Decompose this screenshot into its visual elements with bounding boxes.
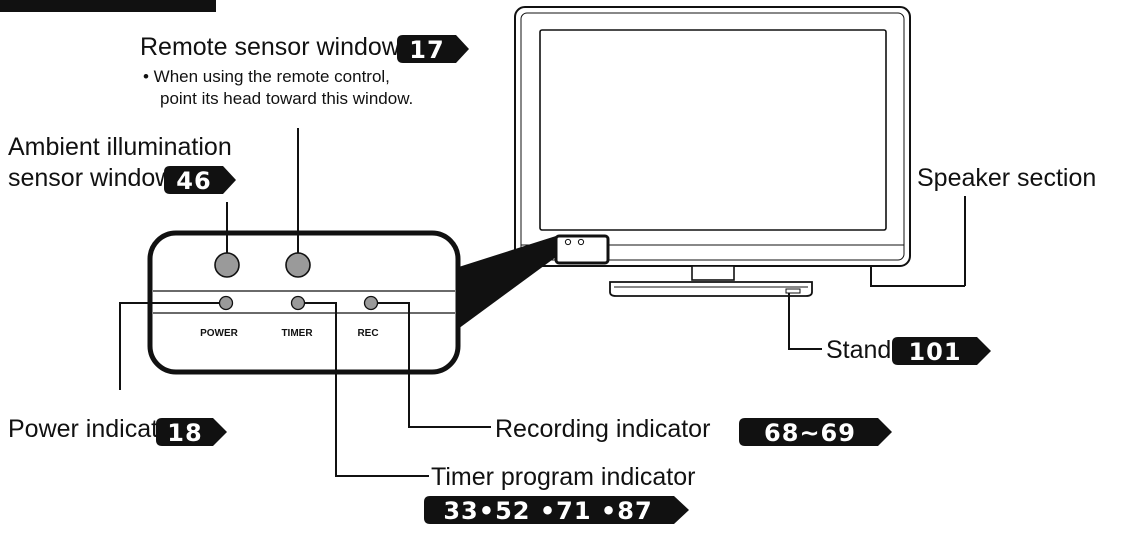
- tv-screen: [539, 29, 887, 231]
- page-ref-remote-text: 17: [409, 36, 444, 64]
- zoom-callout-wedge: [443, 236, 556, 340]
- page-ref-stand-text: 101: [908, 338, 961, 366]
- ambient-sensor-label-line1: Ambient illumination: [8, 133, 232, 161]
- timer-indicator-label: Timer program indicator: [431, 463, 695, 491]
- leader-power: [119, 302, 219, 390]
- remote-sensor-note-line1: • When using the remote control,: [143, 67, 390, 86]
- tv-stand: [609, 281, 813, 297]
- power-indicator-label: Power indicator: [8, 415, 180, 443]
- page-ref-power-text: 18: [167, 419, 202, 447]
- panel-timer-label: TIMER: [281, 328, 313, 339]
- ambient-sensor-label-line2: sensor window: [8, 164, 174, 192]
- tv-stand-neck: [691, 265, 735, 281]
- page-ref-badge-stand: 101: [892, 337, 991, 366]
- page-ref-recording-text: 68~69: [764, 419, 856, 447]
- leader-recording: [378, 302, 491, 428]
- speaker-section: [870, 266, 965, 287]
- page-ref-badge-recording: 68~69: [739, 418, 892, 447]
- section-header-tab: [0, 0, 216, 12]
- front-panel-enlarged: POWER TIMER REC: [147, 230, 461, 375]
- remote-sensor-label: Remote sensor window: [140, 33, 401, 61]
- speaker-section-label: Speaker section: [917, 164, 1096, 192]
- page-ref-ambient-text: 46: [176, 167, 211, 195]
- power-indicator-led: [218, 295, 234, 311]
- panel-power-label: POWER: [200, 328, 239, 339]
- leader-timer: [305, 302, 429, 477]
- tv-illustration: [514, 6, 965, 297]
- page-ref-badge-remote: 17: [397, 35, 469, 64]
- timer-indicator-led: [290, 295, 306, 311]
- page-ref-badge-power: 18: [156, 418, 227, 447]
- page-ref-badge-ambient: 46: [164, 166, 236, 195]
- recording-indicator-label: Recording indicator: [495, 415, 710, 443]
- rec-indicator-led: [363, 295, 379, 311]
- page-ref-badge-timer: 33•52 •71 •87: [424, 496, 689, 525]
- remote-sensor-note-line2: point its head toward this window.: [160, 89, 413, 108]
- leader-stand: [788, 293, 822, 350]
- page-ref-timer-text: 33•52 •71 •87: [443, 497, 652, 525]
- panel-rec-label: REC: [357, 328, 378, 339]
- stand-label: Stand: [826, 336, 891, 364]
- ambient-illumination-sensor: [214, 252, 240, 278]
- remote-sensor: [285, 252, 311, 278]
